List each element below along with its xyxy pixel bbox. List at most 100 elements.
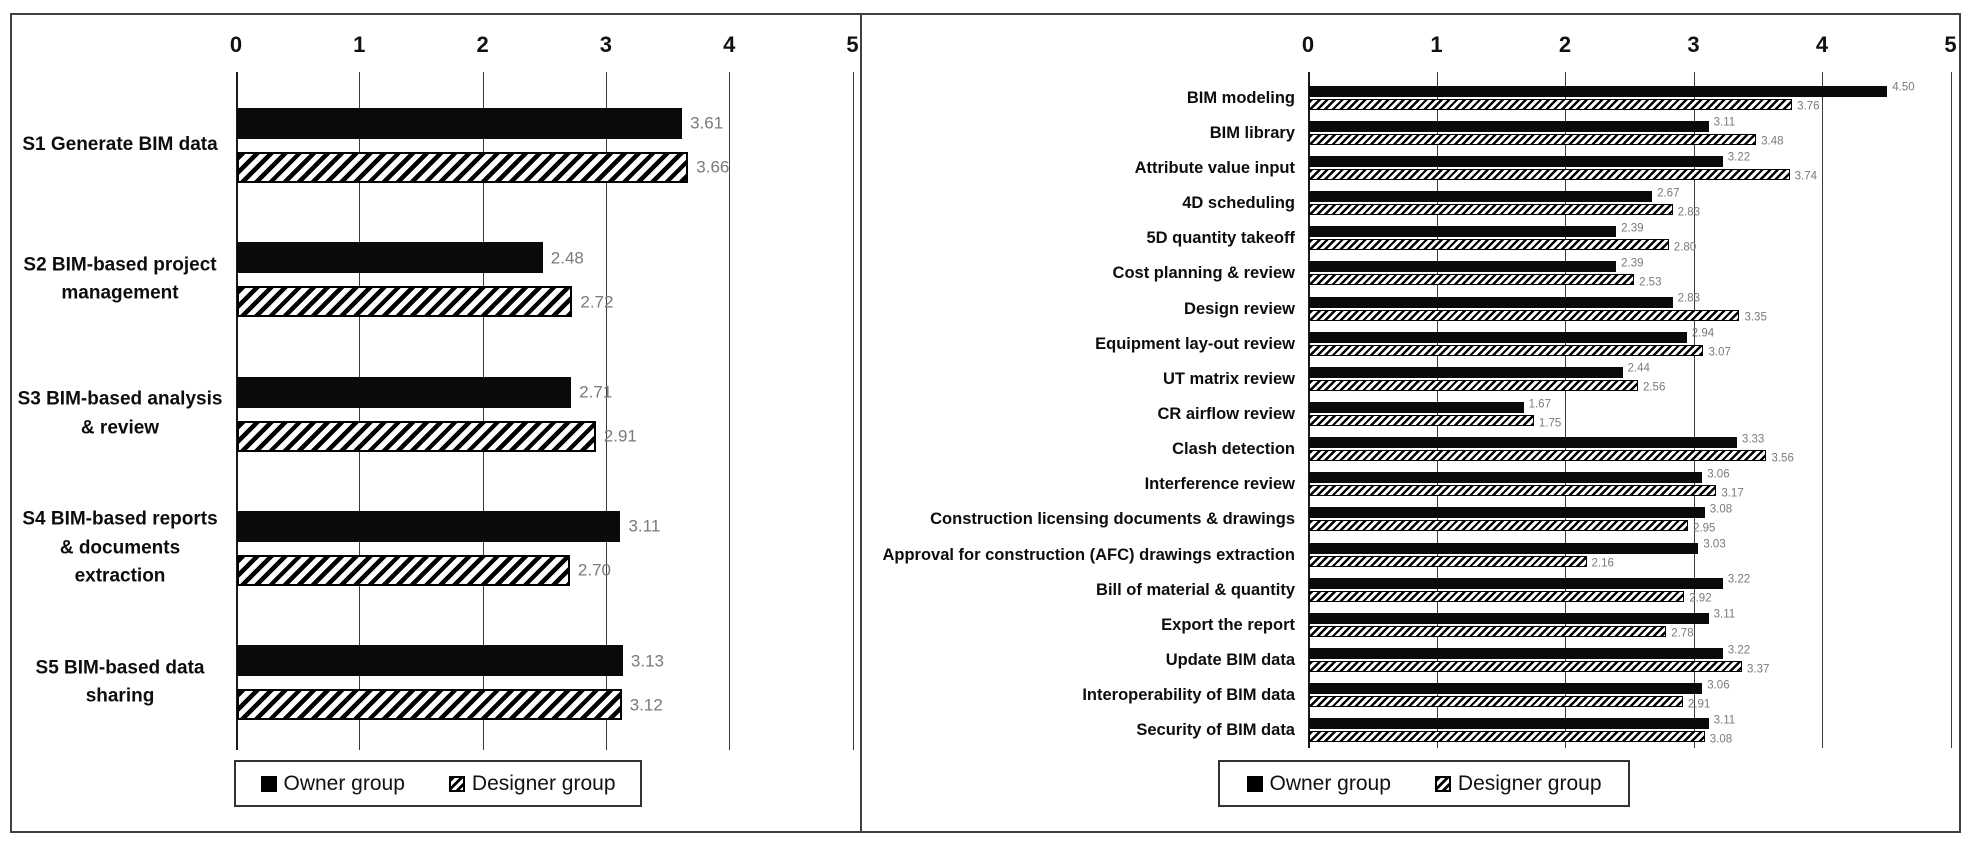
designer-bar xyxy=(1309,450,1767,462)
legend-item-designer: Designer group xyxy=(448,771,616,796)
category-label: BIM modeling xyxy=(1186,88,1295,107)
designer-value-label: 3.35 xyxy=(1744,311,1767,324)
category-label: Equipment lay-out review xyxy=(1095,334,1295,353)
category-label: Cost planning & review xyxy=(1112,264,1295,283)
designer-bar xyxy=(237,151,689,183)
axis-tick-label: 4 xyxy=(723,32,736,57)
designer-value-label: 2.72 xyxy=(580,292,614,312)
owner-bar xyxy=(1309,648,1723,660)
designer-value-label: 3.56 xyxy=(1771,451,1794,464)
owner-value-label: 3.33 xyxy=(1741,432,1765,445)
axis-tick-label: 0 xyxy=(1301,32,1315,57)
owner-value-label: 3.08 xyxy=(1709,503,1733,516)
category-label: S5 BIM-based data sharing xyxy=(35,657,205,707)
designer-value-label: 2.56 xyxy=(1642,381,1666,394)
designer-value-label: 2.91 xyxy=(1687,698,1711,710)
owner-bar xyxy=(1309,155,1723,167)
owner-value-label: 3.11 xyxy=(628,516,661,536)
designer-value-label: 3.07 xyxy=(1708,346,1731,359)
designer-bar xyxy=(1309,520,1689,532)
designer-value-label: 3.12 xyxy=(629,695,663,715)
designer-bar xyxy=(1309,590,1685,602)
owner-bar xyxy=(1309,402,1524,413)
category-label: Interference review xyxy=(1144,475,1295,494)
category-label: Bill of material & quantity xyxy=(1096,580,1295,599)
gridline-2 xyxy=(1565,72,1566,748)
owner-value-label: 1.67 xyxy=(1528,397,1551,410)
designer-value-label: 2.95 xyxy=(1693,522,1716,535)
category-label: S4 BIM-based reports & documents extract… xyxy=(22,508,218,587)
designer-value-label: 3.08 xyxy=(1709,733,1733,746)
category-label: 4D scheduling xyxy=(1182,193,1295,212)
legend-label: Designer group xyxy=(1457,771,1602,795)
legend-label: Owner group xyxy=(283,771,405,795)
owner-bar xyxy=(1309,366,1623,378)
category-label: CR airflow review xyxy=(1157,404,1295,423)
designer-bar xyxy=(1309,239,1669,251)
owner-bar xyxy=(1309,542,1699,554)
designer-value-label: 2.91 xyxy=(603,426,637,446)
owner-value-label: 3.11 xyxy=(1713,608,1736,621)
figure-border xyxy=(10,13,1961,833)
designer-bar xyxy=(237,420,596,452)
designer-bar xyxy=(1309,625,1667,637)
designer-hatch-swatch-icon xyxy=(1434,775,1451,792)
owner-bar xyxy=(237,645,623,677)
owner-bar xyxy=(1309,577,1723,589)
designer-value-label: 3.76 xyxy=(1797,100,1820,113)
category-label: Security of BIM data xyxy=(1136,721,1295,740)
owner-value-label: 3.22 xyxy=(1727,573,1751,586)
owner-swatch-icon xyxy=(260,775,277,792)
owner-value-label: 2.67 xyxy=(1657,186,1680,199)
axis-tick-label: 3 xyxy=(599,32,613,57)
axis-tick-label: 5 xyxy=(846,32,859,57)
designer-value-label: 3.37 xyxy=(1747,662,1770,675)
owner-bar xyxy=(1309,85,1888,97)
owner-value-label: 2.48 xyxy=(550,248,584,268)
owner-value-label: 3.11 xyxy=(1713,116,1736,129)
owner-value-label: 2.39 xyxy=(1621,221,1644,234)
axis-tick-label: 2 xyxy=(476,32,489,57)
category-label: Construction licensing documents & drawi… xyxy=(930,510,1295,529)
designer-bar xyxy=(1309,731,1705,743)
category-label: Clash detection xyxy=(1172,439,1295,458)
gridline-5 xyxy=(852,72,854,750)
axis-tick-label: 5 xyxy=(1944,32,1957,57)
designer-bar xyxy=(1309,379,1638,391)
axis-tick-label: 4 xyxy=(1815,32,1829,57)
owner-bar xyxy=(1309,507,1705,519)
owner-bar xyxy=(1309,472,1703,484)
designer-bar xyxy=(1309,274,1635,286)
owner-value-label: 2.71 xyxy=(579,382,613,402)
designer-bar xyxy=(237,689,622,721)
category-label: S1 Generate BIM data xyxy=(22,133,218,155)
designer-value-label: 1.75 xyxy=(1538,416,1562,429)
gridline-4 xyxy=(1822,72,1823,748)
owner-bar xyxy=(1309,191,1653,203)
owner-bar xyxy=(1309,718,1709,730)
designer-value-label: 2.83 xyxy=(1677,205,1701,218)
owner-bar xyxy=(1309,683,1703,695)
gridline-3 xyxy=(605,72,607,750)
legend-label: Designer group xyxy=(471,771,616,795)
axis-tick-label: 0 xyxy=(229,32,243,57)
owner-value-label: 3.61 xyxy=(690,113,724,133)
designer-hatch-swatch-icon xyxy=(448,775,465,792)
owner-bar xyxy=(1309,437,1737,449)
designer-bar xyxy=(1309,98,1793,110)
designer-bar xyxy=(1309,168,1790,180)
legend-label: Owner group xyxy=(1269,771,1391,795)
axis-tick-label: 3 xyxy=(1687,32,1700,57)
designer-value-label: 3.17 xyxy=(1721,487,1744,500)
owner-swatch-icon xyxy=(1246,775,1263,792)
designer-bar xyxy=(1309,133,1757,145)
owner-value-label: 3.11 xyxy=(1713,714,1736,727)
legend-item-designer: Designer group xyxy=(1434,771,1602,796)
category-label: S2 BIM-based project management xyxy=(23,254,217,304)
category-label: S3 BIM-based analysis & review xyxy=(17,388,223,439)
owner-value-label: 2.83 xyxy=(1677,292,1701,305)
designer-bar xyxy=(1309,696,1683,708)
designer-value-label: 2.53 xyxy=(1639,276,1662,289)
designer-value-label: 2.80 xyxy=(1673,240,1697,253)
